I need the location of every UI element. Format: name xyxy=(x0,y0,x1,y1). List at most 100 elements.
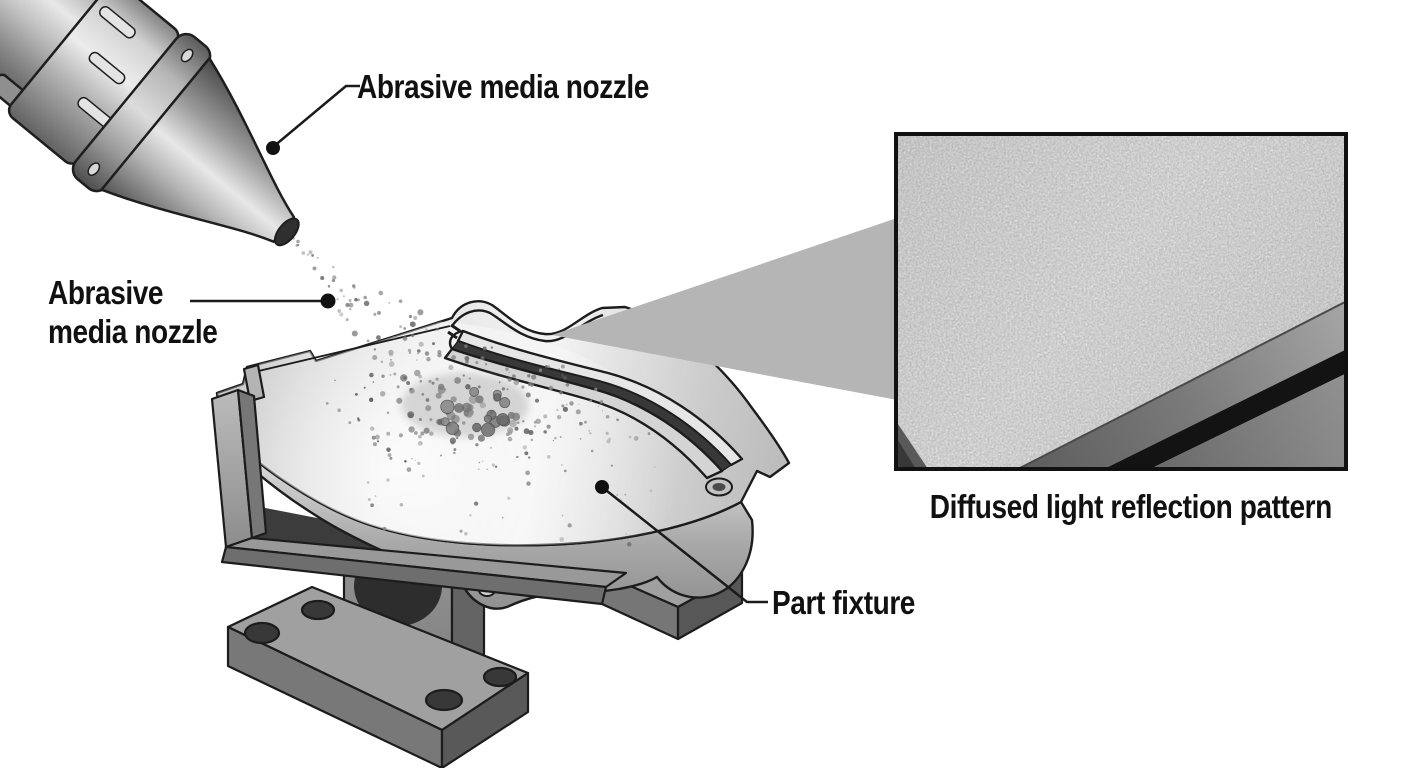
abrasive-particle xyxy=(490,346,494,349)
abrasive-particle xyxy=(461,402,472,413)
abrasive-particle xyxy=(403,376,407,380)
abrasive-particle xyxy=(577,384,579,387)
abrasive-particle xyxy=(499,397,511,409)
abrasive-particle xyxy=(565,403,568,406)
abrasive-particle xyxy=(560,364,565,369)
abrasive-particle xyxy=(561,374,564,377)
abrasive-particle xyxy=(403,327,407,330)
abrasive-particle xyxy=(380,360,384,364)
abrasive-particle xyxy=(526,481,531,486)
abrasive-particle xyxy=(355,393,358,396)
leader-nozzle xyxy=(272,84,360,148)
abrasive-particle xyxy=(389,373,392,376)
abrasive-particle xyxy=(507,436,513,442)
abrasive-particle xyxy=(556,408,559,412)
abrasive-particle xyxy=(624,493,627,496)
abrasive-particle xyxy=(525,392,531,398)
abrasive-particle xyxy=(436,418,443,425)
abrasive-particle xyxy=(575,409,581,415)
abrasive-particle xyxy=(494,465,498,468)
abrasive-particle xyxy=(522,420,525,423)
abrasive-particle xyxy=(417,461,421,466)
abrasive-particle xyxy=(376,440,380,443)
abrasive-particle xyxy=(543,430,547,434)
abrasive-particle xyxy=(406,467,412,472)
abrasive-particle xyxy=(558,368,561,371)
abrasive-particle xyxy=(306,253,309,256)
abrasive-particle xyxy=(602,410,603,412)
fixture-pedestal-left xyxy=(226,546,530,768)
abrasive-particle xyxy=(366,339,370,343)
abrasive-particle xyxy=(409,321,416,328)
abrasive-particle xyxy=(351,330,358,337)
abrasive-particle xyxy=(295,243,299,247)
abrasive-particle xyxy=(472,422,482,433)
abrasive-particle xyxy=(332,275,337,280)
abrasive-particle xyxy=(578,403,580,405)
abrasive-particle xyxy=(507,430,513,435)
abrasive-particle xyxy=(387,453,392,457)
abrasive-particle xyxy=(464,532,468,536)
abrasive-particle xyxy=(393,372,397,376)
clamp-inner-face xyxy=(236,388,268,540)
abrasive-particle xyxy=(475,395,484,404)
abrasive-particle xyxy=(597,405,600,408)
abrasive-particle xyxy=(374,495,377,497)
inset-border xyxy=(894,132,1348,471)
abrasive-particle xyxy=(374,434,380,440)
abrasive-particle xyxy=(425,398,430,402)
abrasive-particle xyxy=(489,446,492,449)
abrasive-particle xyxy=(616,493,619,496)
flange-screw xyxy=(87,162,101,177)
leader-dot-part-fixture xyxy=(595,480,609,494)
abrasive-particle xyxy=(331,278,336,283)
abrasive-particle xyxy=(477,385,481,389)
abrasive-particle xyxy=(647,432,651,435)
inset-edge-line xyxy=(1017,300,1346,469)
label-line-2: media nozzle xyxy=(48,312,218,350)
abrasive-particle xyxy=(506,388,509,391)
abrasive-particle xyxy=(345,318,349,322)
abrasive-particle xyxy=(325,402,329,405)
leader-lines xyxy=(190,84,768,604)
abrasive-particle xyxy=(625,533,627,535)
leader-dot-nozzle xyxy=(266,141,280,155)
abrasive-particle xyxy=(398,299,403,304)
abrasive-particle xyxy=(563,469,567,473)
abrasive-particle xyxy=(388,361,395,367)
abrasive-particle xyxy=(605,414,610,419)
abrasive-particle xyxy=(449,437,457,444)
abrasive-particle xyxy=(439,454,443,457)
abrasive-particle xyxy=(389,456,393,460)
abrasive-particle xyxy=(547,365,551,369)
abrasive-particle xyxy=(386,478,390,482)
abrasive-particle xyxy=(327,285,331,288)
abrasive-particle xyxy=(468,394,478,404)
leader-dots xyxy=(266,141,609,494)
abrasive-particle xyxy=(561,404,565,408)
counterbore-hole-inner xyxy=(712,483,726,491)
abrasive-particle xyxy=(480,356,485,361)
abrasive-particle xyxy=(372,381,375,383)
abrasive-particle xyxy=(396,385,400,389)
abrasive-particle xyxy=(415,460,417,461)
abrasive-particle xyxy=(407,411,415,419)
abrasive-particle xyxy=(589,399,593,403)
abrasive-particle xyxy=(348,421,352,425)
abrasive-particle xyxy=(501,387,505,391)
abrasive-particle xyxy=(523,428,530,435)
abrasive-particle xyxy=(354,297,358,302)
abrasive-particle xyxy=(372,355,378,361)
abrasive-particle xyxy=(424,351,430,356)
abrasive-particle xyxy=(373,348,377,351)
abrasive-particle xyxy=(473,501,479,506)
abrasive-particle xyxy=(363,295,367,300)
abrasive-particle xyxy=(396,397,403,404)
abrasive-particle xyxy=(459,529,463,533)
abrasive-particle xyxy=(556,415,562,420)
abrasive-particle xyxy=(528,384,530,387)
abrasive-particle xyxy=(649,489,653,492)
abrasive-particle xyxy=(411,458,413,460)
abrasive-particle xyxy=(628,435,632,439)
abrasive-particle xyxy=(567,523,572,528)
